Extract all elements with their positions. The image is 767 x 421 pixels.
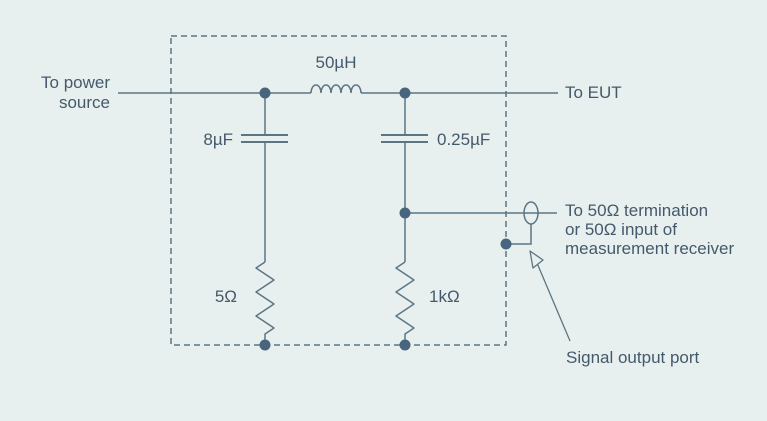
junction-dot-bottom-left	[259, 339, 271, 351]
power-source-label-line1: To power	[41, 73, 110, 92]
capacitor-left-value-label: 8µF	[203, 130, 233, 149]
capacitor-right-value-label: 0.25µF	[437, 130, 491, 149]
inductor-symbol	[310, 84, 362, 94]
junction-dot-bottom-right	[399, 339, 411, 351]
termination-label-line3: measurement receiver	[565, 239, 735, 258]
inductor-value-label: 50µH	[315, 53, 357, 72]
junction-dot-signal-tap	[399, 207, 411, 219]
resistor-left-value-label: 5Ω	[214, 287, 237, 306]
open-arrowhead-icon	[529, 250, 544, 269]
junction-dot-top-right	[399, 87, 411, 99]
resistor-right-symbol	[395, 261, 415, 345]
connector-hook-wire	[506, 224, 532, 245]
signal-output-port-label: Signal output port	[566, 348, 700, 367]
power-source-label: To power source	[18, 73, 110, 113]
capacitor-left-symbol	[241, 134, 288, 143]
eut-label: To EUT	[565, 83, 622, 102]
junction-dot-output-port	[500, 238, 512, 250]
lisn-boundary-box	[170, 35, 507, 346]
signal-output-arrow-line	[536, 262, 571, 342]
capacitor-right-symbol	[381, 134, 428, 143]
power-source-label-line2: source	[58, 93, 110, 112]
resistor-left-symbol	[255, 261, 275, 345]
termination-label: To 50Ω termination or 50Ω input of measu…	[565, 201, 734, 258]
resistor-right-value-label: 1kΩ	[429, 287, 460, 306]
termination-label-line2: or 50Ω input of	[565, 220, 677, 239]
termination-label-line1: To 50Ω termination	[565, 201, 709, 220]
junction-dot-top-left	[259, 87, 271, 99]
